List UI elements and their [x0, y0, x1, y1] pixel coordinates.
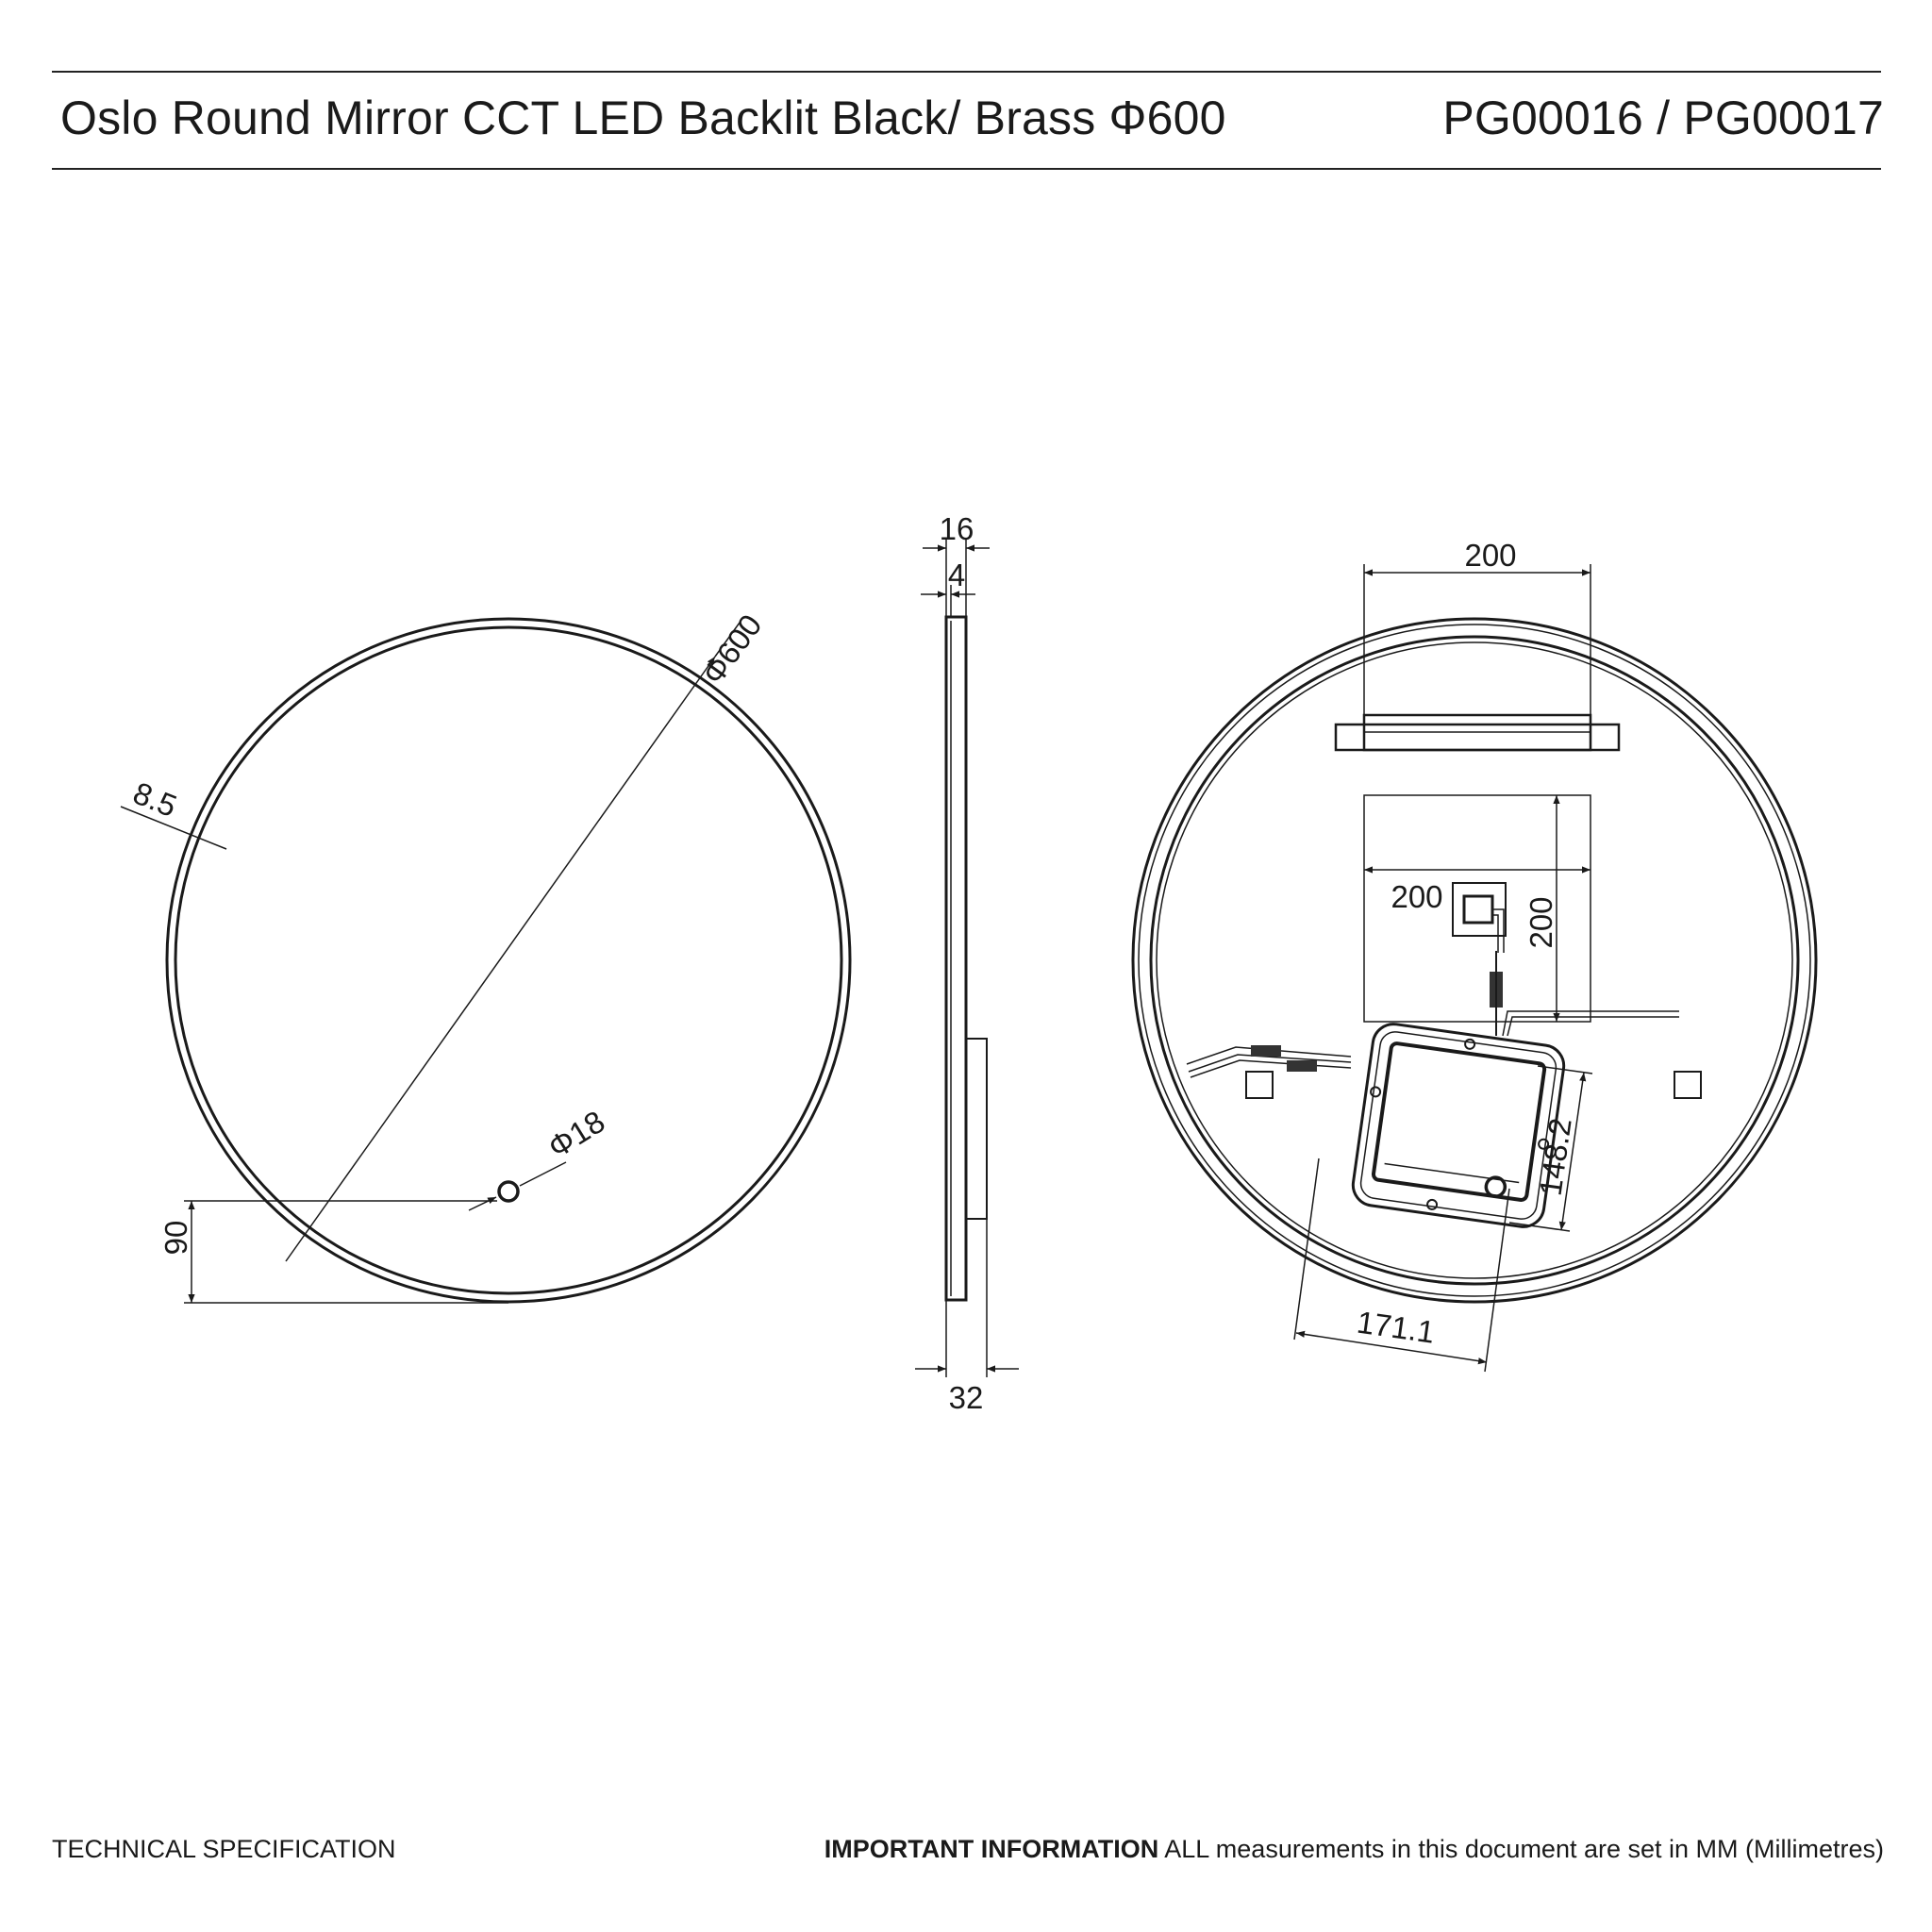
- driver-outline-inner: [1359, 1031, 1557, 1220]
- power-cable-2: [1507, 1016, 1679, 1037]
- pad-width-label: 200: [1391, 879, 1442, 914]
- bracket-width-label: 200: [1464, 538, 1516, 573]
- left-wire-2: [1188, 1054, 1352, 1073]
- pad-height-label: 200: [1524, 896, 1558, 948]
- mirror-side-body: [944, 615, 968, 1302]
- product-codes: PG00016 / PG00017: [1442, 92, 1884, 144]
- back-view: 200 200 200: [1131, 538, 1818, 1373]
- sensor-hole: [497, 1180, 520, 1203]
- page-title: Oslo Round Mirror CCT LED Backlit Black/…: [60, 92, 1226, 144]
- diameter-dimension-line: [285, 656, 716, 1262]
- driver-width-dimension: [1295, 1330, 1488, 1365]
- front-view: Φ600 8.5 Φ18 90: [120, 608, 852, 1304]
- side-view: 16 4 32: [915, 511, 1019, 1415]
- driver-width-label: 171.1: [1355, 1305, 1437, 1350]
- side-overall-top-label: 16: [940, 511, 974, 546]
- driver-height-label: 148.2: [1533, 1116, 1578, 1198]
- left-wire-1: [1186, 1046, 1352, 1065]
- driver-body: [1371, 1041, 1547, 1202]
- led-driver-box: [1351, 1023, 1566, 1228]
- diameter-label: Φ600: [695, 608, 769, 691]
- back-ring-3: [1156, 641, 1793, 1279]
- mirror-inner-circle: [174, 625, 843, 1295]
- driver-inner-line: [1384, 1162, 1520, 1184]
- footer-technical-specification: TECHNICAL SPECIFICATION: [52, 1835, 396, 1863]
- demister-pad: [1363, 794, 1591, 1023]
- driver-clip-left: [1370, 1086, 1382, 1098]
- mounting-pad-left: [1245, 1071, 1274, 1099]
- pad-terminal-inner: [1462, 894, 1494, 924]
- footer-info-text: ALL measurements in this document are se…: [1164, 1835, 1884, 1863]
- pad-wire-2: [1492, 914, 1499, 953]
- driver-clip-bottom: [1426, 1198, 1439, 1210]
- header-bottom-rule: [52, 168, 1881, 170]
- back-ring-2: [1149, 635, 1800, 1286]
- driver-ext-right: [1484, 1188, 1510, 1373]
- mirror-outer-circle: [165, 617, 852, 1304]
- footer-important-information: IMPORTANT INFORMATION ALL measurements i…: [824, 1835, 1884, 1864]
- pad-terminal-outer: [1452, 882, 1507, 937]
- footer-info-label: IMPORTANT INFORMATION: [824, 1835, 1159, 1863]
- pad-wire: [1492, 908, 1505, 953]
- frame-width-label: 8.5: [128, 775, 181, 824]
- driver-height-dimension: [1558, 1072, 1587, 1231]
- left-connector-2: [1287, 1060, 1317, 1072]
- hole-dimension-leader: [519, 1161, 567, 1187]
- driver-box-side: [965, 1038, 988, 1220]
- frame-width-dimension-line: [120, 806, 227, 850]
- driver-clip-top: [1464, 1038, 1476, 1050]
- power-cable: [1502, 1010, 1679, 1037]
- header-top-rule: [52, 71, 1881, 73]
- hanging-bracket: [1334, 723, 1621, 752]
- hole-dimension-line: [468, 1196, 497, 1211]
- side-depth-label: 32: [949, 1380, 984, 1415]
- driver-clip-right: [1538, 1138, 1550, 1150]
- back-outer-circle: [1131, 617, 1818, 1304]
- side-glass-label: 4: [948, 558, 965, 592]
- driver-screw-hole: [1484, 1175, 1507, 1198]
- left-connector-1: [1251, 1045, 1281, 1057]
- driver-outline: [1351, 1023, 1566, 1228]
- back-ring-1: [1138, 624, 1811, 1297]
- hole-diameter-label: Φ18: [541, 1104, 610, 1165]
- diameter-leader: [714, 622, 741, 658]
- hole-offset-label: 90: [158, 1221, 193, 1256]
- mounting-pad-right: [1674, 1071, 1702, 1099]
- driver-ext-left: [1293, 1158, 1320, 1341]
- driver-ext-top: [1537, 1065, 1593, 1074]
